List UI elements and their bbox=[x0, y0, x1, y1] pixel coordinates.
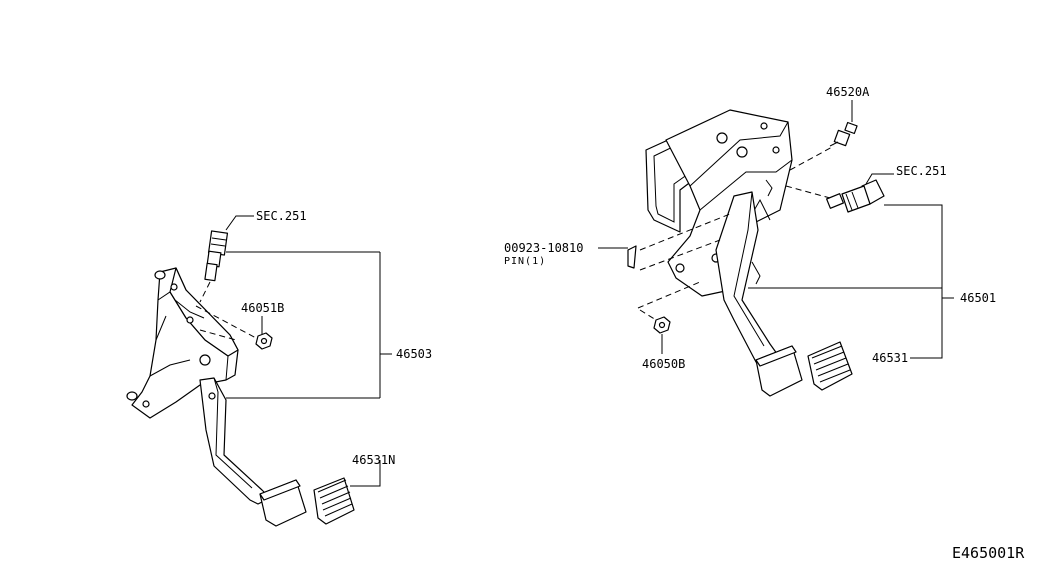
diagram-ref-code: E465001R bbox=[952, 544, 1025, 562]
right-sec251-label: SEC.251 bbox=[896, 164, 947, 178]
left-sec251-label: SEC.251 bbox=[256, 209, 307, 223]
right-pin-part-label: 00923-10810 bbox=[504, 241, 583, 255]
left-pedal-pad-cover bbox=[313, 477, 355, 525]
right-nut-label: 46050B bbox=[642, 357, 685, 371]
right-pedal-assembly: 46520A SEC.251 00923-10810 PIN(1) 46501 … bbox=[504, 85, 996, 397]
right-nut-46050b bbox=[653, 316, 671, 334]
right-pin-00923 bbox=[627, 245, 637, 269]
left-pad-label: 46531N bbox=[352, 453, 395, 467]
right-assembly-label: 46501 bbox=[960, 291, 996, 305]
right-bolt-label: 46520A bbox=[826, 85, 870, 99]
right-pedal-pad-mounted bbox=[755, 345, 803, 397]
left-nut-label: 46051B bbox=[241, 301, 284, 315]
left-stop-lamp-switch bbox=[204, 230, 229, 282]
left-nut-46051b bbox=[255, 332, 273, 350]
right-pad-label: 46531 bbox=[872, 351, 908, 365]
left-pedal-arm bbox=[199, 377, 271, 505]
right-bolt-46520a bbox=[829, 121, 858, 147]
left-pedal-assembly: SEC.251 46051B 46503 46531N bbox=[126, 209, 432, 527]
right-stop-lamp-switch bbox=[826, 179, 885, 213]
right-pin-sub-label: PIN(1) bbox=[504, 256, 546, 267]
right-pedal-bracket bbox=[645, 109, 793, 297]
left-assembly-label: 46503 bbox=[396, 347, 432, 361]
right-pedal-pad-cover bbox=[807, 341, 853, 391]
left-pedal-pad-mounted bbox=[259, 479, 307, 527]
